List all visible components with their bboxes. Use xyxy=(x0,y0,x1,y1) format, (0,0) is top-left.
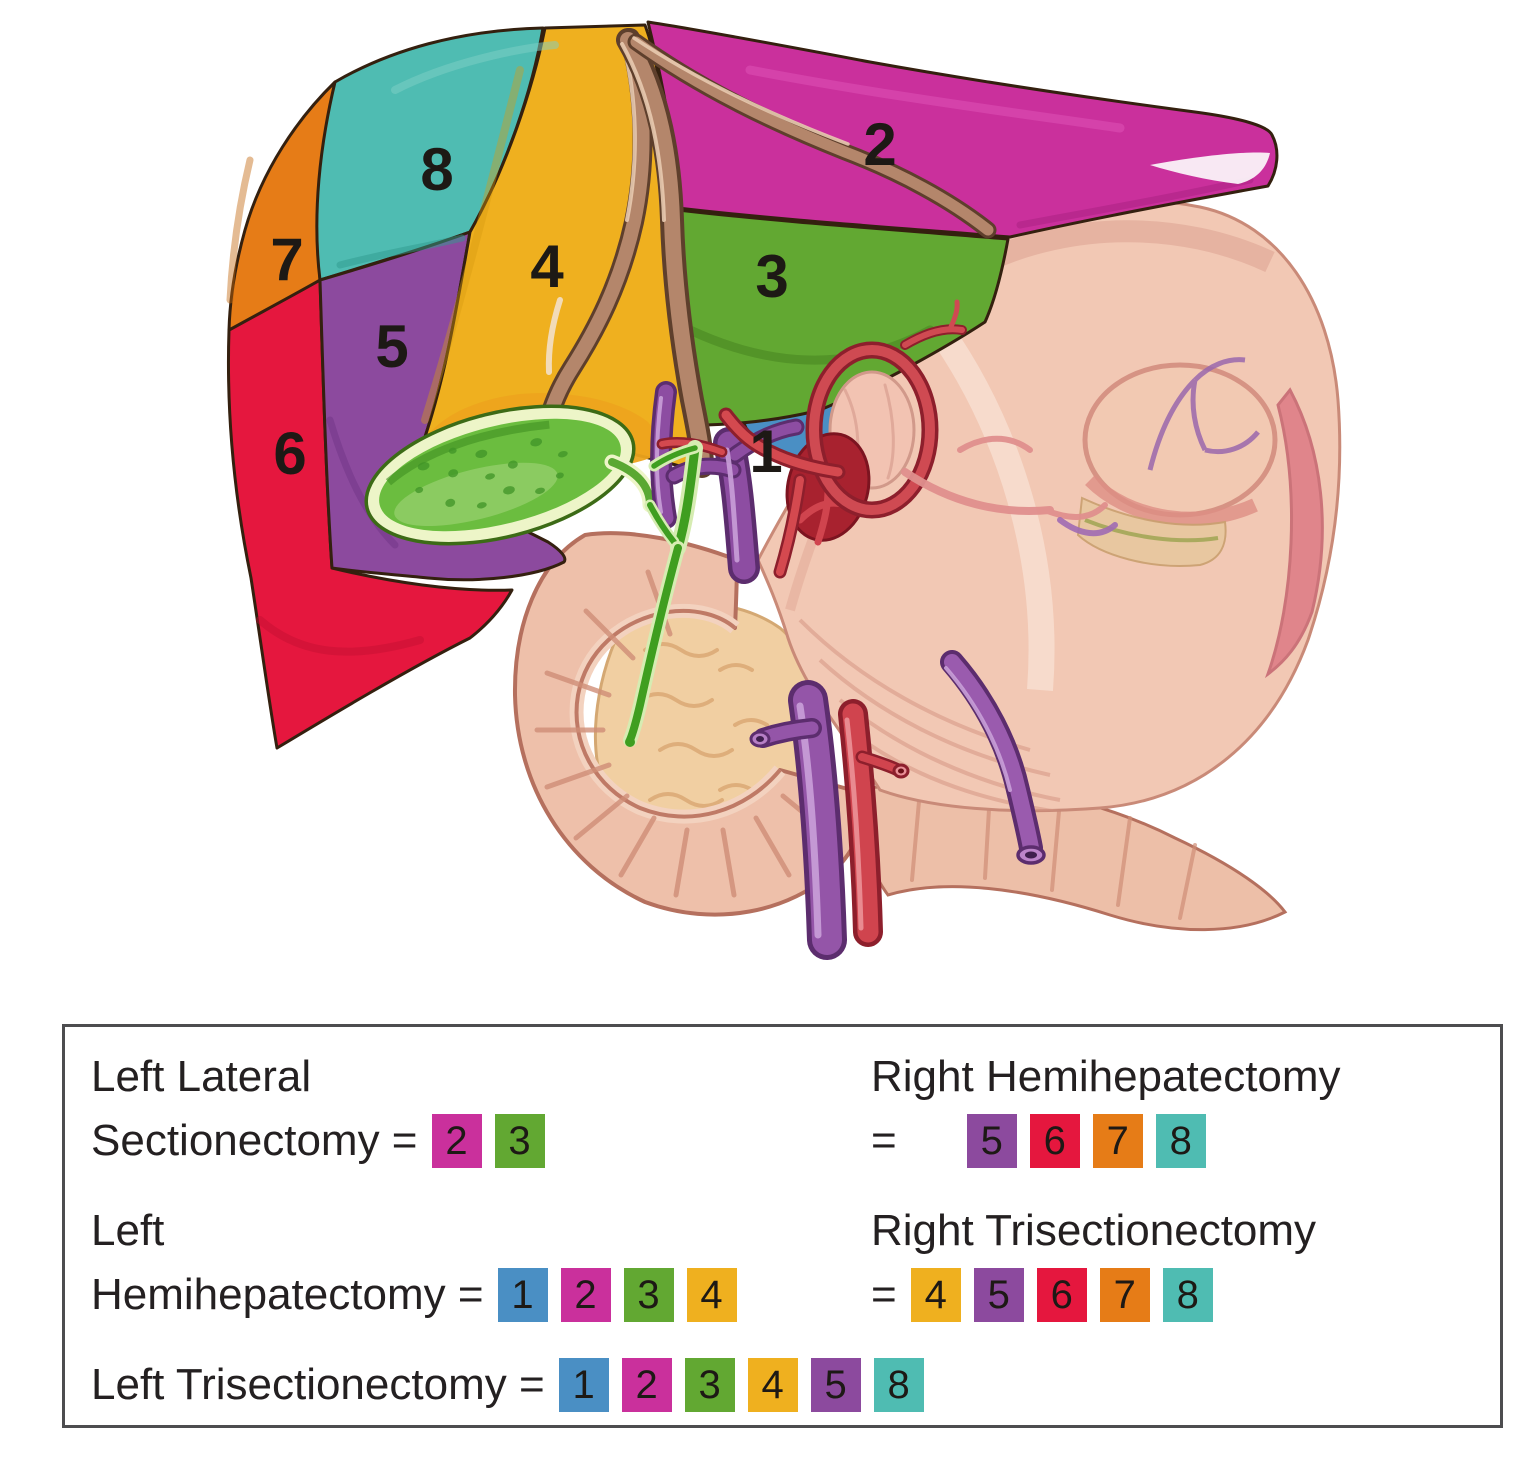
gallbladder-group xyxy=(364,404,658,546)
mesenteric-vessels-group xyxy=(749,650,1046,960)
legend-chip-segment-5: 5 xyxy=(973,1268,1024,1322)
liver-tip-highlight xyxy=(1150,152,1270,184)
papilla xyxy=(625,737,635,747)
porta-hepatis-group xyxy=(623,299,1118,747)
duodenum-inner-rim-line xyxy=(574,608,782,819)
segment-4-label: 4 xyxy=(530,233,564,300)
legend-chip-segment-7: 7 xyxy=(1092,1114,1143,1168)
stomach-highlight xyxy=(929,322,1055,691)
legend-chip-segment-4: 4 xyxy=(747,1358,798,1412)
liver-segment-2-shape xyxy=(646,20,1279,239)
falciform-ligament xyxy=(536,28,997,478)
legend-chip-segment-1: 1 xyxy=(497,1268,548,1322)
stomach-right-bulge xyxy=(1264,387,1324,679)
legend-entry-formula: Sectionectomy = xyxy=(91,1116,418,1165)
legend-chip-segment-6: 6 xyxy=(1036,1268,1087,1322)
legend-chip-segment-2: 2 xyxy=(621,1358,672,1412)
segment-labels: 8 7 4 5 6 2 3 1 xyxy=(270,111,896,487)
pancreas-lobules xyxy=(638,642,769,808)
gallbladder-speckles xyxy=(415,438,568,509)
legend-entry-formula: = xyxy=(871,1270,897,1319)
legend-entry-formula: Left Trisectionectomy = xyxy=(91,1360,545,1409)
legend-entry-title: Left Lateral xyxy=(91,1052,312,1101)
legend-chip-segment-3: 3 xyxy=(494,1114,545,1168)
legend-chip-segment-8: 8 xyxy=(1155,1114,1206,1168)
legend-chip-segment-1: 1 xyxy=(558,1358,609,1412)
legend-chip-segment-2: 2 xyxy=(560,1268,611,1322)
legend-chip-segment-8: 8 xyxy=(1162,1268,1213,1322)
segment-1-label: 1 xyxy=(749,418,782,485)
legend-chip-segment-3: 3 xyxy=(684,1358,735,1412)
segment-7-label: 7 xyxy=(270,226,303,293)
segment-8-label: 8 xyxy=(420,136,453,203)
segment-2-label: 2 xyxy=(863,111,896,178)
segment-5-label: 5 xyxy=(375,313,408,380)
segment-shading xyxy=(226,41,1254,656)
stomach-fundus-shade xyxy=(980,220,1275,272)
gallbladder-highlight xyxy=(394,462,558,527)
legend-chip-segment-7: 7 xyxy=(1099,1268,1150,1322)
legend-entry-formula: = xyxy=(871,1116,897,1165)
legend-chip-segment-4: 4 xyxy=(910,1268,961,1322)
splenic-vessel-line xyxy=(1084,518,1219,543)
legend-entry-title: Right Trisectionectomy xyxy=(871,1206,1317,1255)
legend-entry-formula: Hemihepatectomy = xyxy=(91,1270,484,1319)
legend-chip-segment-6: 6 xyxy=(1029,1114,1080,1168)
gastric-vein-tree xyxy=(1147,357,1260,471)
legend-chip-segment-5: 5 xyxy=(810,1358,861,1412)
legend-chip-segment-8: 8 xyxy=(873,1358,924,1412)
legend-chip-segment-4: 4 xyxy=(686,1268,737,1322)
legend-chip-segment-5: 5 xyxy=(966,1114,1017,1168)
legend-entry-title: Right Hemihepatectomy xyxy=(871,1052,1341,1101)
gastric-vessels xyxy=(901,435,1108,520)
pancreas-tail-band xyxy=(1076,496,1227,567)
duodenum-horizontal-folds xyxy=(910,788,1197,920)
omental-roll xyxy=(1085,474,1258,526)
legend-chip-segment-2: 2 xyxy=(431,1114,482,1168)
segment-6-label: 6 xyxy=(273,420,306,487)
legend-entry-title: Left xyxy=(91,1206,165,1255)
segment-3-label: 3 xyxy=(755,243,788,310)
legend-chip-segment-3: 3 xyxy=(623,1268,674,1322)
liver-group xyxy=(226,20,1279,750)
